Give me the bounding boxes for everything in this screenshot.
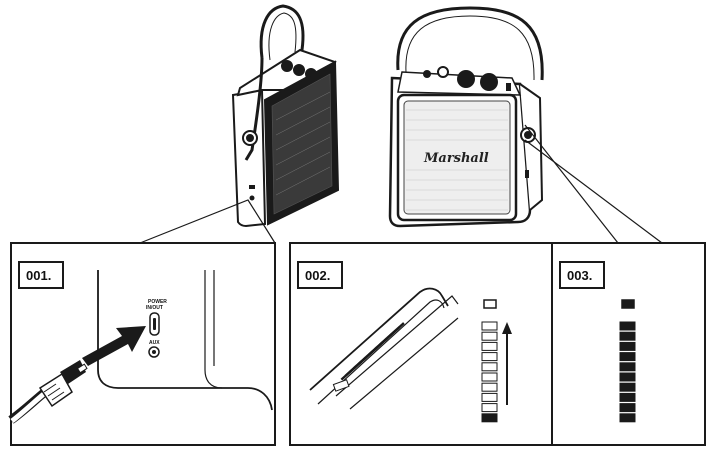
battery-meter-charging: [481, 321, 498, 423]
aux-port-label: AUX: [149, 340, 160, 346]
battery-meter-full-segment: [619, 321, 636, 331]
callout-lines: [139, 124, 663, 244]
insert-arrow: [82, 326, 146, 366]
speaker-front-view: [388, 6, 544, 228]
battery-meter-charging-segment: [481, 341, 498, 351]
battery-meter-charging-segment: [481, 372, 498, 382]
battery-icon-empty: [483, 299, 497, 309]
usb-c-cable: [8, 360, 88, 424]
battery-meter-full: [619, 321, 636, 423]
panel-001-label-box: [18, 261, 64, 289]
speaker-back-outline: [97, 270, 273, 411]
battery-meter-full-segment: [619, 403, 636, 413]
angled-led-bar: [386, 322, 405, 339]
panel-003-label: 003.: [567, 268, 592, 283]
panel-002: 002.: [289, 242, 553, 446]
panel-002-label: 002.: [305, 268, 330, 283]
charging-up-arrow-head: [502, 322, 512, 334]
speaker-side-grille: [275, 91, 331, 196]
battery-meter-charging-segment: [481, 403, 498, 413]
brand-logo: Marshall: [423, 151, 489, 166]
panel-003-label-box: [559, 261, 605, 289]
speaker-top-outline: [309, 287, 449, 391]
battery-meter-full-segment: [619, 392, 636, 402]
battery-meter-full-segment: [619, 382, 636, 392]
battery-meter-full-segment: [619, 331, 636, 341]
battery-meter-full-segment: [619, 372, 636, 382]
power-port-label-line-2: IN/OUT: [146, 305, 163, 311]
battery-icon-full: [621, 299, 635, 309]
battery-meter-charging-segment: [481, 382, 498, 392]
panel-002-label-box: [297, 261, 343, 289]
speaker-side-view: [231, 4, 340, 228]
battery-meter-full-segment: [619, 352, 636, 362]
battery-meter-charging-segment: [481, 331, 498, 341]
panel-003: 003.: [551, 242, 706, 446]
angled-led-strip: [332, 322, 405, 392]
battery-meter-charging-segment: [481, 413, 498, 423]
battery-meter-charging-segment: [481, 362, 498, 372]
battery-meter-full-segment: [619, 413, 636, 423]
speaker-front-grille-texture: [406, 109, 508, 211]
panel-001-label: 001.: [26, 268, 51, 283]
battery-meter-full-segment: [619, 341, 636, 351]
angled-led-battery-icon: [332, 379, 350, 392]
battery-meter-charging-segment: [481, 352, 498, 362]
battery-meter-charging-segment: [481, 321, 498, 331]
battery-meter-charging-segment: [481, 392, 498, 402]
panel-001: 001. POWER IN/OUT AUX: [8, 242, 276, 446]
power-port-label-line-1: POWER: [148, 299, 167, 305]
battery-meter-full-segment: [619, 362, 636, 372]
